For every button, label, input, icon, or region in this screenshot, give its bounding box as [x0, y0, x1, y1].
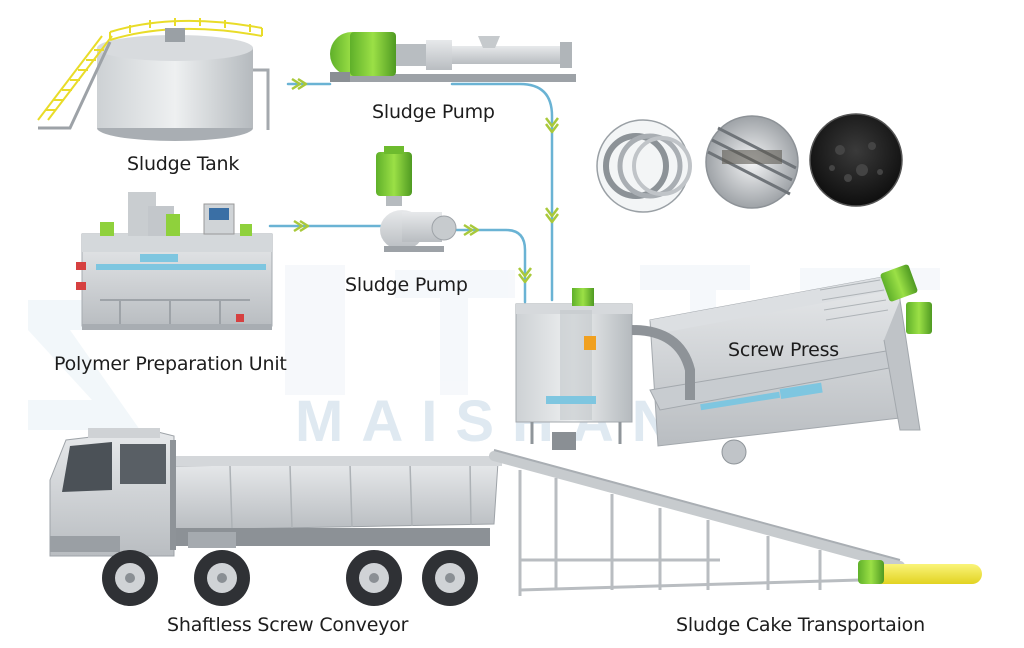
polymer-preparation-unit — [76, 192, 273, 330]
label-sludge-tank: Sludge Tank — [127, 153, 240, 175]
detail-ring-plates — [596, 119, 692, 213]
sludge-tank — [37, 18, 270, 141]
detail-sludge-cake — [809, 113, 903, 207]
label-polymer-unit: Polymer Preparation Unit — [54, 353, 287, 375]
flow-arrows — [291, 77, 559, 284]
arrow-pump-down-1 — [545, 117, 559, 128]
sludge-pump-2 — [376, 146, 457, 252]
arrow-tank-to-pump — [291, 77, 302, 91]
shaftless-screw-conveyor — [489, 449, 982, 596]
arrow-polymer-to-pump — [293, 219, 304, 233]
sludge-pump-1 — [330, 32, 576, 82]
dump-truck — [49, 428, 502, 606]
arrow-pump-down-2 — [545, 207, 559, 218]
label-sludge-pump-1: Sludge Pump — [372, 101, 495, 123]
screw-press — [515, 264, 932, 465]
detail-screw-shaft — [705, 115, 799, 209]
pipe-network — [268, 82, 554, 304]
arrow-dosing-down — [518, 267, 532, 278]
label-sludge-pump-2: Sludge Pump — [345, 274, 468, 296]
label-cake-transport: Sludge Cake Transportaion — [676, 614, 925, 636]
label-shaftless-conveyor: Shaftless Screw Conveyor — [167, 614, 409, 636]
arrow-dosing-to-pump — [463, 223, 474, 237]
label-screw-press: Screw Press — [728, 339, 839, 361]
